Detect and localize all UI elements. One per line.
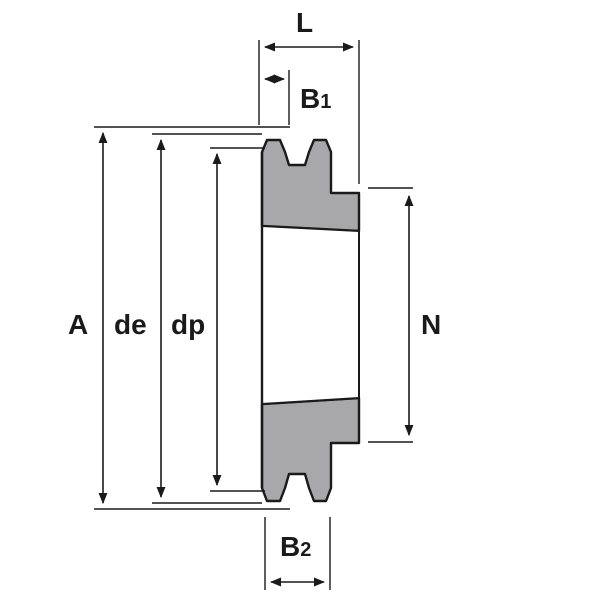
label-l: L [296,7,313,38]
label-b1: B1 [300,83,331,114]
label-b2: B2 [280,531,311,562]
label-de: de [114,309,147,340]
sprocket-body-lower [260,396,361,503]
label-n: N [421,309,441,340]
label-dp: dp [171,309,205,340]
sprocket-body [260,138,361,233]
bore [261,224,360,406]
label-a: A [68,309,88,340]
